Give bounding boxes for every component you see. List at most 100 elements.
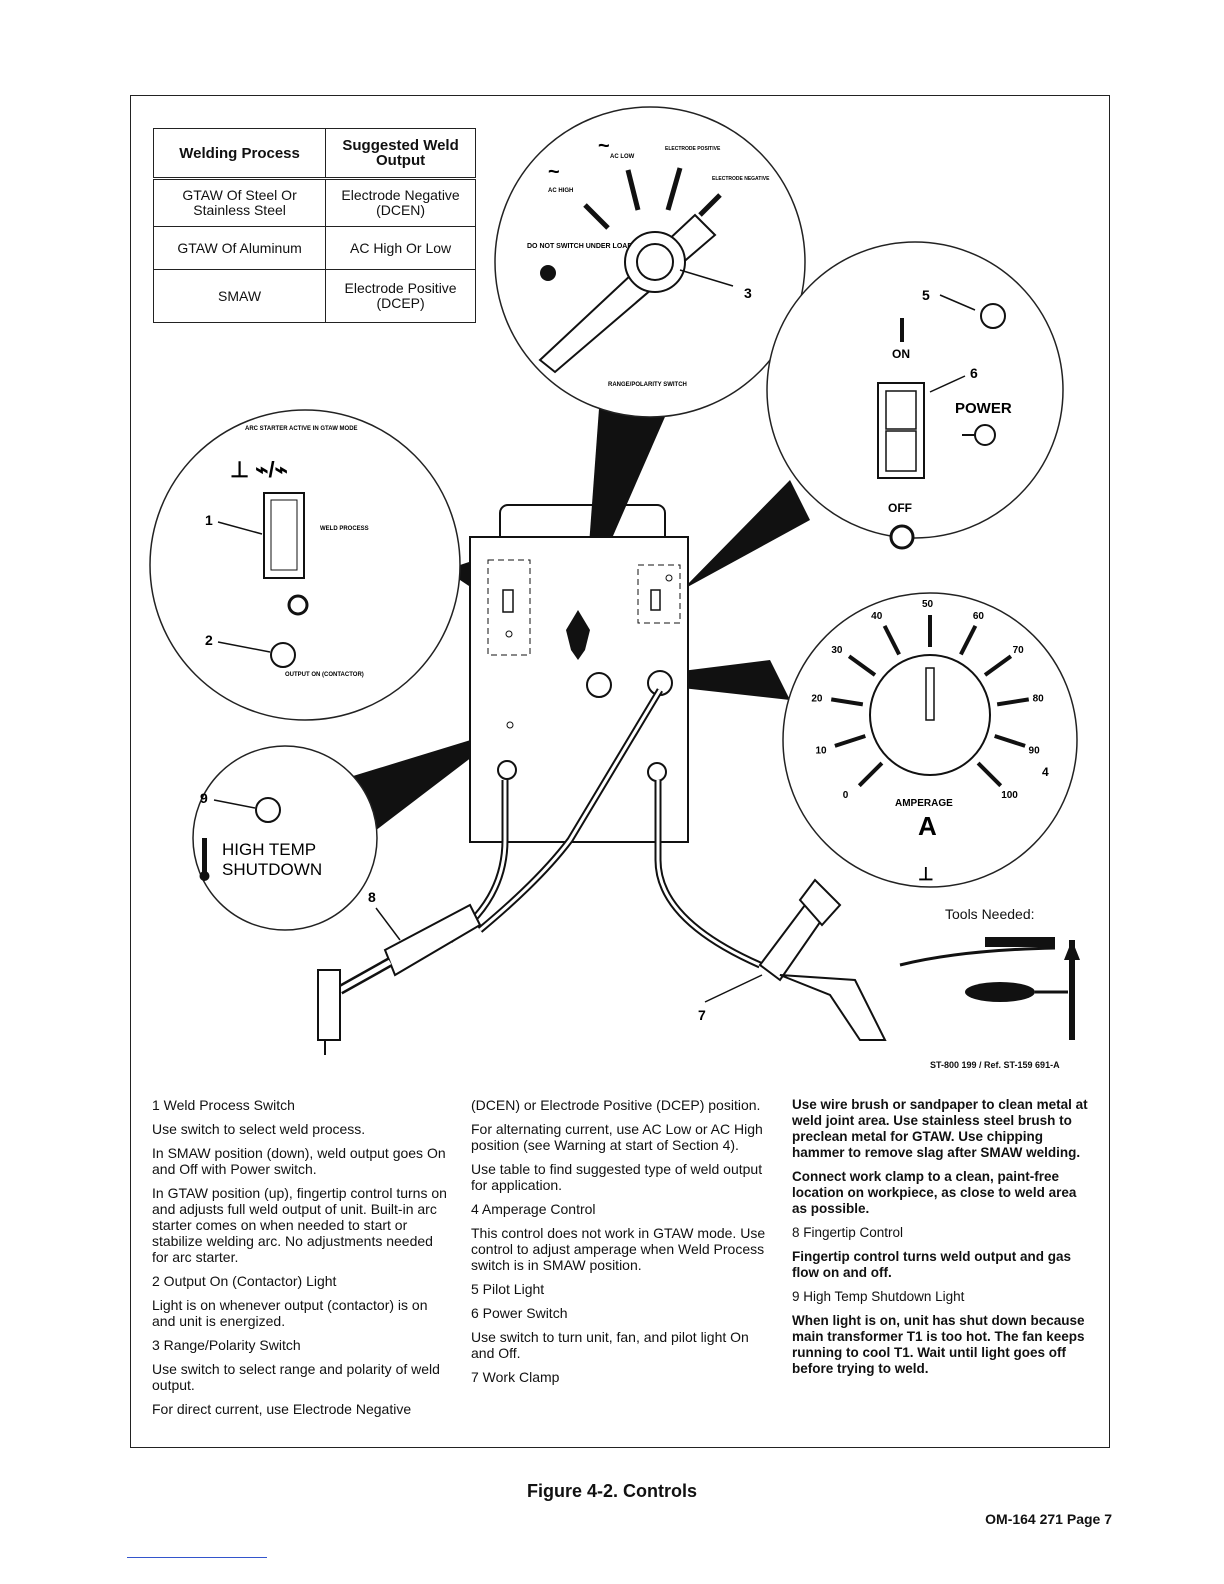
electrode-icon: ⊥ [918, 864, 934, 884]
pilot-light [980, 303, 1006, 329]
callout-4: 4 [1042, 765, 1049, 779]
output-on-light [270, 642, 296, 668]
gtaw-icon: ⊥ ⌁/⌁ [230, 457, 288, 482]
table-cell: Electrode Positive (DCEP) [325, 269, 476, 323]
ac-high-icon: ~ [548, 161, 560, 183]
figure-reference: ST-800 199 / Ref. ST-159 691-A [930, 1060, 1060, 1070]
table-header-process: Welding Process [152, 128, 327, 179]
tools-illustration [899, 937, 1080, 1040]
off-label: OFF [888, 501, 912, 515]
paragraph: Use switch to turn unit, fan, and pilot … [471, 1329, 749, 1361]
amperage-tick-label: 0 [843, 790, 849, 801]
table-cell: GTAW Of Aluminum [152, 226, 327, 270]
callout-9: 9 [200, 790, 208, 806]
amperage-tick [983, 654, 1013, 677]
paragraph: When light is on, unit has shut down bec… [792, 1313, 1085, 1376]
amperage-tick-label: 80 [1033, 693, 1045, 704]
paragraph: In SMAW position (down), weld output goe… [152, 1145, 446, 1177]
callout-1: 1 [205, 512, 213, 528]
amperage-tick-label: 90 [1029, 746, 1041, 757]
amperage-tick-label: 100 [1001, 790, 1018, 801]
beam-temp [340, 728, 510, 850]
ac-low-icon: ~ [598, 135, 610, 157]
power-label: POWER [955, 400, 1012, 417]
item-heading: 7 Work Clamp [471, 1369, 560, 1385]
amperage-tick [857, 761, 884, 788]
smaw-icon [287, 594, 309, 616]
callout-2: 2 [205, 632, 213, 648]
table-cell: Electrode Negative (DCEN) [325, 177, 476, 227]
paragraph: For alternating current, use AC Low or A… [471, 1121, 763, 1153]
figure-caption: Figure 4-2. Controls [526, 1481, 697, 1501]
power-circle: 5 ON 6 POWER OFF [766, 241, 1064, 550]
paragraph: For direct current, use Electrode Negati… [152, 1401, 412, 1417]
callout-3: 3 [744, 285, 752, 301]
high-temp-label: HIGH TEMP [222, 840, 316, 859]
amperage-tick-label: 50 [922, 599, 934, 610]
amperage-label: AMPERAGE [895, 798, 953, 809]
amperage-tick [994, 734, 1026, 748]
weld-process-table: Welding Process Suggested Weld Output GT… [152, 128, 476, 323]
item-heading: 1 Weld Process Switch [152, 1097, 295, 1113]
paragraph: In GTAW position (up), fingertip control… [152, 1185, 447, 1265]
amperage-tick-label: 20 [811, 693, 823, 704]
amperage-tick [847, 654, 877, 677]
weld-process-circle: ARC STARTER ACTIVE IN GTAW MODE ⊥ ⌁/⌁ 1 … [149, 409, 461, 721]
divider [127, 1557, 267, 1558]
table-cell: GTAW Of Steel Or Stainless Steel [152, 177, 327, 227]
work-clamp: 7 [698, 878, 887, 1041]
amperage-tick-label: 10 [815, 746, 827, 757]
shutdown-label: SHUTDOWN [222, 860, 322, 879]
page-number: OM-164 271 Page 7 [985, 1511, 1112, 1527]
paragraph: Connect work clamp to a clean, paint-fre… [792, 1169, 1077, 1216]
torch-fingertip-control: 8 [317, 889, 482, 1055]
paragraph: Use switch to select weld process. [152, 1121, 366, 1137]
item-heading: 5 Pilot Light [471, 1281, 545, 1297]
high-temp-circle: 9 HIGH TEMP SHUTDOWN [192, 745, 378, 931]
on-label: ON [892, 347, 910, 361]
amperage-tick [882, 624, 901, 656]
paragraph: This control does not work in GTAW mode.… [471, 1225, 766, 1273]
paragraph: Light is on whenever output (contactor) … [152, 1297, 428, 1329]
amperage-tick [959, 624, 978, 656]
tools-needed-label: Tools Needed: [945, 906, 1035, 922]
paragraph: Fingertip control turns weld output and … [792, 1249, 1071, 1280]
power-icon [974, 424, 996, 446]
wire-brush-icon [899, 946, 1056, 967]
table-row: SMAW Electrode Positive (DCEP) [152, 269, 476, 323]
welding-machine [447, 504, 762, 969]
thermometer-icon [202, 838, 207, 874]
electrode-negative-label: ELECTRODE NEGATIVE [712, 176, 770, 182]
callout-6: 6 [970, 365, 978, 381]
amperage-tick [830, 697, 864, 707]
table-row: GTAW Of Steel Or Stainless Steel Electro… [152, 177, 476, 227]
item-heading: 6 Power Switch [471, 1305, 568, 1321]
item-heading: 8 Fingertip Control [792, 1225, 904, 1240]
ac-low-label: AC LOW [610, 154, 635, 160]
paragraph: Use wire brush or sandpaper to clean met… [792, 1097, 1088, 1160]
amperage-tick-label: 60 [973, 611, 985, 622]
amperage-tick-label: 70 [1013, 645, 1025, 656]
amperage-tick [976, 761, 1003, 788]
text-column-3: Use wire brush or sandpaper to clean met… [792, 1097, 1090, 1385]
chipping-hammer-icon [965, 982, 1035, 1002]
callout-8: 8 [368, 889, 376, 905]
table-row: GTAW Of Aluminum AC High Or Low [152, 226, 476, 270]
ac-high-label: AC HIGH [548, 188, 573, 194]
beam-amperage [610, 660, 790, 700]
amperage-tick-label: 30 [831, 645, 843, 656]
controls-illustration: ~ AC HIGH ~ AC LOW ELECTRODE POSITIVE EL… [149, 106, 1080, 1055]
item-heading: 4 Amperage Control [471, 1201, 596, 1217]
figure-frame [130, 95, 1110, 1448]
item-heading: 2 Output On (Contactor) Light [152, 1273, 337, 1289]
text-column-2: (DCEN) or Electrode Positive (DCEP) posi… [471, 1097, 771, 1393]
paragraph: Use table to find suggested type of weld… [471, 1161, 763, 1193]
switch-warning: DO NOT SWITCH UNDER LOAD [527, 243, 632, 250]
weld-process-label: WELD PROCESS [320, 526, 369, 532]
high-temp-light [255, 797, 281, 823]
table-cell: SMAW [152, 269, 327, 323]
range-polarity-circle: ~ AC HIGH ~ AC LOW ELECTRODE POSITIVE EL… [494, 106, 806, 418]
beam-power [682, 480, 810, 590]
